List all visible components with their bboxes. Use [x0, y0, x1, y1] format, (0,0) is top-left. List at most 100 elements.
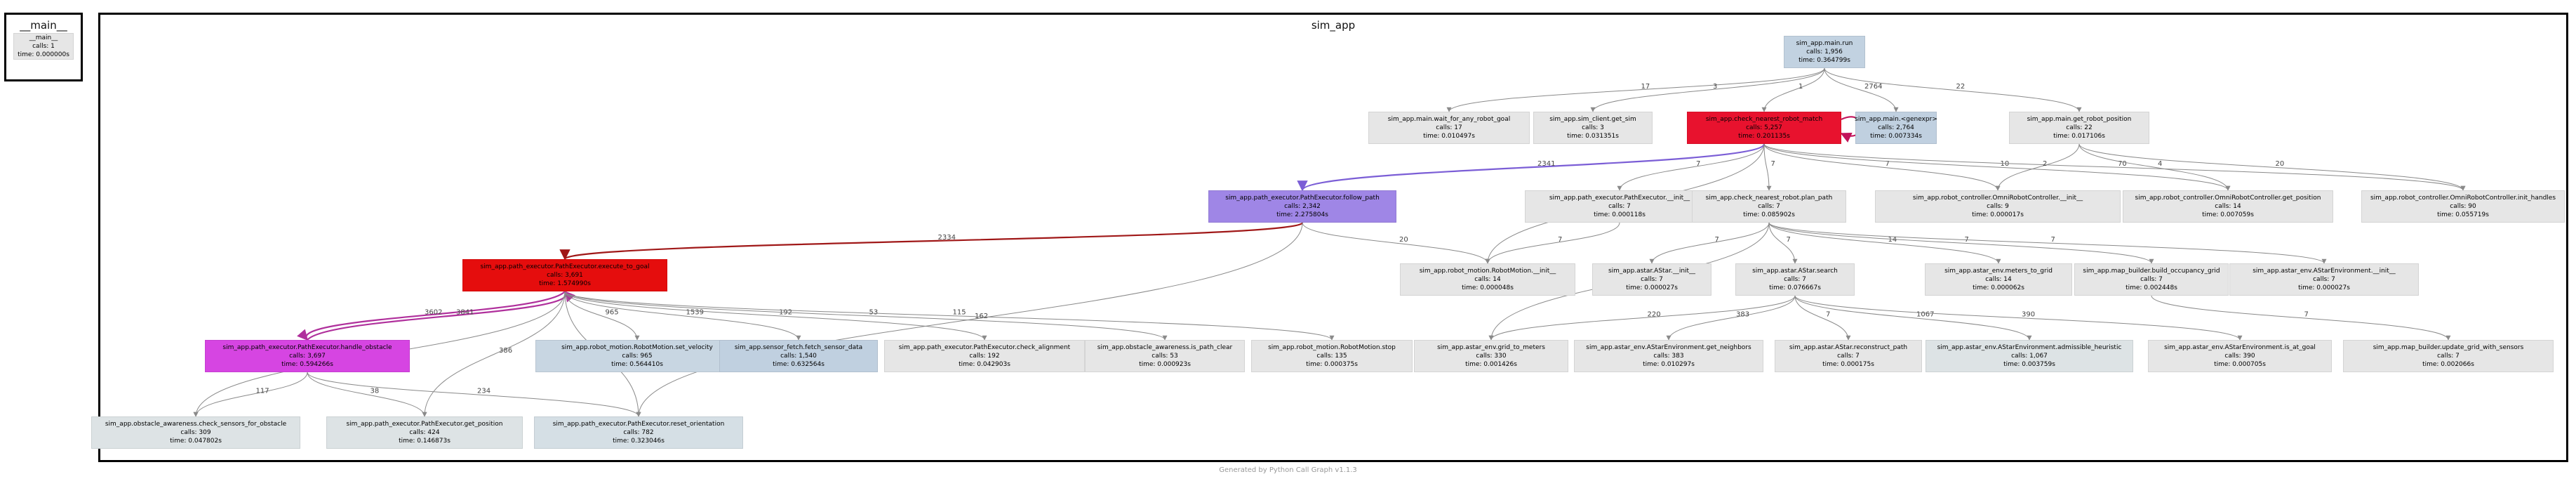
node-calls: calls: 1,067 [2011, 353, 2048, 360]
cluster-title-main: __main__ [20, 19, 67, 32]
function-node[interactable]: sim_app.astar_env.AStarEnvironment.get_n… [1574, 340, 1763, 372]
node-time: time: 0.323046s [613, 438, 665, 445]
call-edge: 17 [1446, 67, 1825, 112]
node-time: time: 0.047802s [170, 438, 222, 445]
node-time: time: 0.085902s [1743, 211, 1795, 218]
function-node[interactable]: sim_app.path_executor.PathExecutor.__ini… [1525, 190, 1714, 223]
node-time: time: 0.003759s [2003, 361, 2055, 368]
edge-label: 220 [1648, 311, 1661, 319]
call-edge: 192 [564, 291, 987, 341]
call-edge: 3841 [307, 290, 575, 341]
edge-label: 1 [1798, 83, 1803, 91]
call-edge: 7 [1485, 222, 1620, 264]
node-name: sim_app.main.run [1796, 40, 1853, 47]
call-edge: 2341 [1297, 143, 1766, 192]
edge-label: 117 [256, 388, 269, 395]
edge-path [1488, 295, 1796, 341]
edge-path [1794, 295, 2243, 341]
call-edge: 115 [564, 291, 1335, 341]
node-name: sim_app.astar.AStar.reconstruct_path [1789, 344, 1908, 351]
node-time: time: 0.564410s [611, 361, 663, 368]
edge-path [1485, 222, 1620, 264]
call-edge: 4 [2078, 143, 2231, 191]
function-node[interactable]: sim_app.path_executor.PathExecutor.follo… [1208, 190, 1396, 223]
node-name: sim_app.check_nearest_robot_match [1705, 116, 1823, 123]
function-node[interactable]: sim_app.map_builder.build_occupancy_grid… [2074, 263, 2229, 296]
edge-label: 383 [1736, 311, 1749, 319]
function-node[interactable]: sim_app.astar_env.AStarEnvironment.is_at… [2148, 340, 2332, 372]
edge-path [564, 291, 801, 341]
node-name: sim_app.astar.AStar.__init__ [1608, 268, 1696, 275]
node-time: time: 0.000923s [1139, 361, 1191, 368]
node-name: sim_app.astar_env.AStarEnvironment.get_n… [1586, 344, 1751, 351]
function-node[interactable]: sim_app.obstacle_awareness.check_sensors… [91, 416, 300, 449]
function-node[interactable]: sim_app.robot_motion.RobotMotion.__init_… [1400, 263, 1575, 296]
function-node[interactable]: sim_app.path_executor.PathExecutor.handl… [205, 340, 410, 372]
node-time: time: 0.000118s [1594, 211, 1646, 218]
node-calls: calls: 2,342 [1284, 203, 1321, 210]
node-time: time: 0.000175s [1822, 361, 1874, 368]
node-name: sim_app.astar.AStar.search [1752, 268, 1838, 275]
edge-label: 3841 [456, 309, 474, 317]
edge-label: 7 [1715, 236, 1719, 244]
function-node[interactable]: sim_app.obstacle_awareness.is_path_clear… [1085, 340, 1245, 372]
edge-path [1590, 67, 1825, 112]
node-time: time: 0.002066s [2422, 361, 2474, 368]
function-node[interactable]: sim_app.astar_env.AStarEnvironment.__ini… [2229, 263, 2419, 296]
node-time: time: 0.000062s [1973, 284, 2024, 291]
function-node[interactable]: sim_app.path_executor.PathExecutor.reset… [534, 416, 743, 449]
edge-path [564, 291, 640, 341]
edge-label: 20 [2276, 160, 2285, 168]
node-time: time: 2.275804s [1276, 211, 1328, 218]
call-edge: 14 [1768, 222, 2001, 264]
node-calls: calls: 1,956 [1806, 48, 1843, 55]
node-calls: calls: 7 [1608, 203, 1631, 210]
edge-label: 1539 [686, 309, 704, 317]
node-calls: calls: 192 [969, 353, 1000, 360]
function-node[interactable]: sim_app.robot_motion.RobotMotion.set_vel… [535, 340, 739, 372]
node-calls: calls: 17 [1436, 124, 1462, 131]
call-edge: 1539 [564, 291, 801, 341]
function-node[interactable]: sim_app.robot_controller.OmniRobotContro… [2123, 190, 2333, 223]
edge-path [1794, 295, 2032, 341]
node-name: sim_app.obstacle_awareness.check_sensors… [105, 421, 287, 428]
node-name: sim_app.robot_controller.OmniRobotContro… [2370, 195, 2556, 202]
node-time: time: 0.146873s [399, 438, 451, 445]
function-node[interactable]: sim_app.robot_controller.OmniRobotContro… [1875, 190, 2121, 223]
node-calls: calls: 7 [2313, 276, 2335, 283]
function-node[interactable]: sim_app.path_executor.PathExecutor.execu… [462, 259, 667, 291]
node-calls: calls: 383 [1653, 353, 1684, 360]
node-time: time: 0.364799s [1798, 57, 1850, 64]
call-edge: 390 [1794, 295, 2243, 341]
function-node[interactable]: sim_app.path_executor.PathExecutor.get_p… [326, 416, 523, 449]
call-edge: 7 [2151, 295, 2451, 341]
node-time: time: 0.594266s [281, 361, 333, 368]
node-time: time: 0.042903s [959, 361, 1010, 368]
node-name: sim_app.main.get_robot_position [2027, 116, 2132, 123]
node-name: sim_app.path_executor.PathExecutor.reset… [552, 421, 725, 428]
node-time: time: 0.002448s [2125, 284, 2177, 291]
node-calls: calls: 3,697 [289, 353, 326, 360]
node-time: time: 0.031351s [1567, 133, 1619, 140]
function-node[interactable]: sim_app.map_builder.update_grid_with_sen… [2343, 340, 2554, 372]
function-node[interactable]: sim_app.robot_controller.OmniRobotContro… [2361, 190, 2565, 223]
call-edge: 1067 [1794, 295, 2032, 341]
function-node[interactable]: sim_app.astar_env.AStarEnvironment.admis… [1926, 340, 2133, 372]
function-node[interactable]: sim_app.path_executor.PathExecutor.check… [884, 340, 1085, 372]
